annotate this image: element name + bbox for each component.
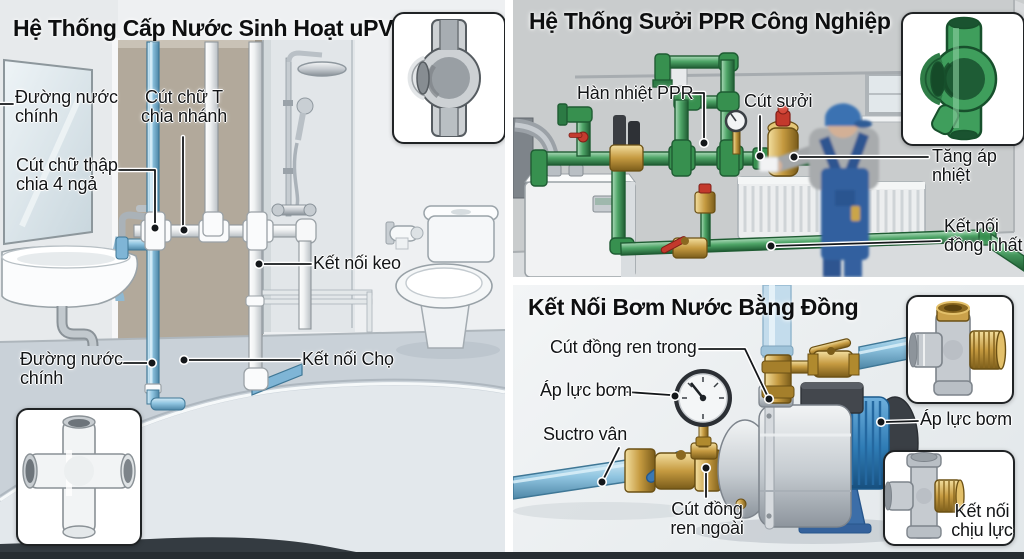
label-cross-4way: Cút chữ thập chia 4 ngả (16, 155, 118, 195)
radiator (737, 176, 827, 240)
pump-scene (513, 285, 944, 544)
pvc-cross-fitting-icon (22, 415, 136, 539)
toilet (395, 205, 500, 359)
inset-pvc-cross-fitting (16, 408, 142, 546)
leader-lines (688, 90, 943, 252)
panel-ppr: Hệ Thống Sưởi PPR Công Nghiệp Hàn nhiệt … (513, 0, 1024, 277)
label-main-line-top: Đường nước chính (15, 87, 118, 127)
leader-lines (596, 346, 921, 500)
label-pump-pressure-left: Áp lực bơm (540, 380, 632, 400)
pvc-pipes (115, 41, 317, 411)
label-pump-pressure-right: Áp lực bơm (920, 409, 1012, 429)
label-cho-joint: Kết nối Chọ (302, 349, 394, 369)
radiator (862, 181, 926, 240)
window (861, 72, 911, 123)
upvc-cutaway-fitting-icon (407, 19, 481, 137)
sink (1, 205, 152, 347)
label-male-thread: Cút đồng ren ngoài (670, 499, 744, 539)
mirror (3, 58, 93, 246)
label-thermal-boost: Tăng áp nhiệt (932, 146, 997, 186)
label-glue-joint: Kết nối keo (313, 253, 401, 273)
leader-lines (0, 101, 314, 369)
ppr-pipes (530, 52, 1024, 272)
pressure-gauge (674, 369, 732, 427)
load-cross-fitting-icon (885, 452, 965, 539)
label-suction-line: Suctro vân (543, 424, 628, 444)
boiler-room-scene (513, 0, 1024, 277)
panel-brass-pump: Kết Nối Bơm Nước Bằng Đồng Cút đồng ren … (513, 285, 1024, 559)
ppr-cross-fitting-icon (920, 16, 998, 141)
label-female-thread: Cút đồng ren trong (550, 337, 697, 357)
shower (271, 50, 347, 217)
brass-cross-fitting-icon (908, 301, 1007, 396)
label-main-line-bottom: Đường nước chính (20, 349, 123, 389)
label-load-joint: Kết nối chịu lực (951, 501, 1013, 541)
bottom-dark-band (0, 552, 1024, 559)
label-uniform-joint: Kết nối đồng nhất (944, 216, 1023, 256)
inset-ppr-cross-fitting (901, 12, 1024, 146)
panel-upvc-title: Hệ Thống Cấp Nước Sinh Hoạt uPVC (13, 15, 410, 41)
label-heat-weld: Hàn nhiệt PPR (577, 83, 694, 103)
label-heating-elbow: Cút sưởi (744, 91, 813, 111)
inset-brass-cross-fitting (906, 295, 1014, 404)
label-tee-branch: Cút chữ T chia nhánh (140, 87, 228, 127)
toilet-paper-holder (385, 221, 424, 250)
panel-upvc: Hệ Thống Cấp Nước Sinh Hoạt uPVC Đường n… (0, 0, 505, 559)
panel-ppr-title: Hệ Thống Sưởi PPR Công Nghiệp (529, 8, 891, 34)
inset-load-cross-fitting (883, 450, 1015, 546)
panel-brass-title: Kết Nối Bơm Nước Bằng Đồng (528, 294, 859, 320)
inset-upvc-cutaway-fitting (392, 12, 505, 144)
